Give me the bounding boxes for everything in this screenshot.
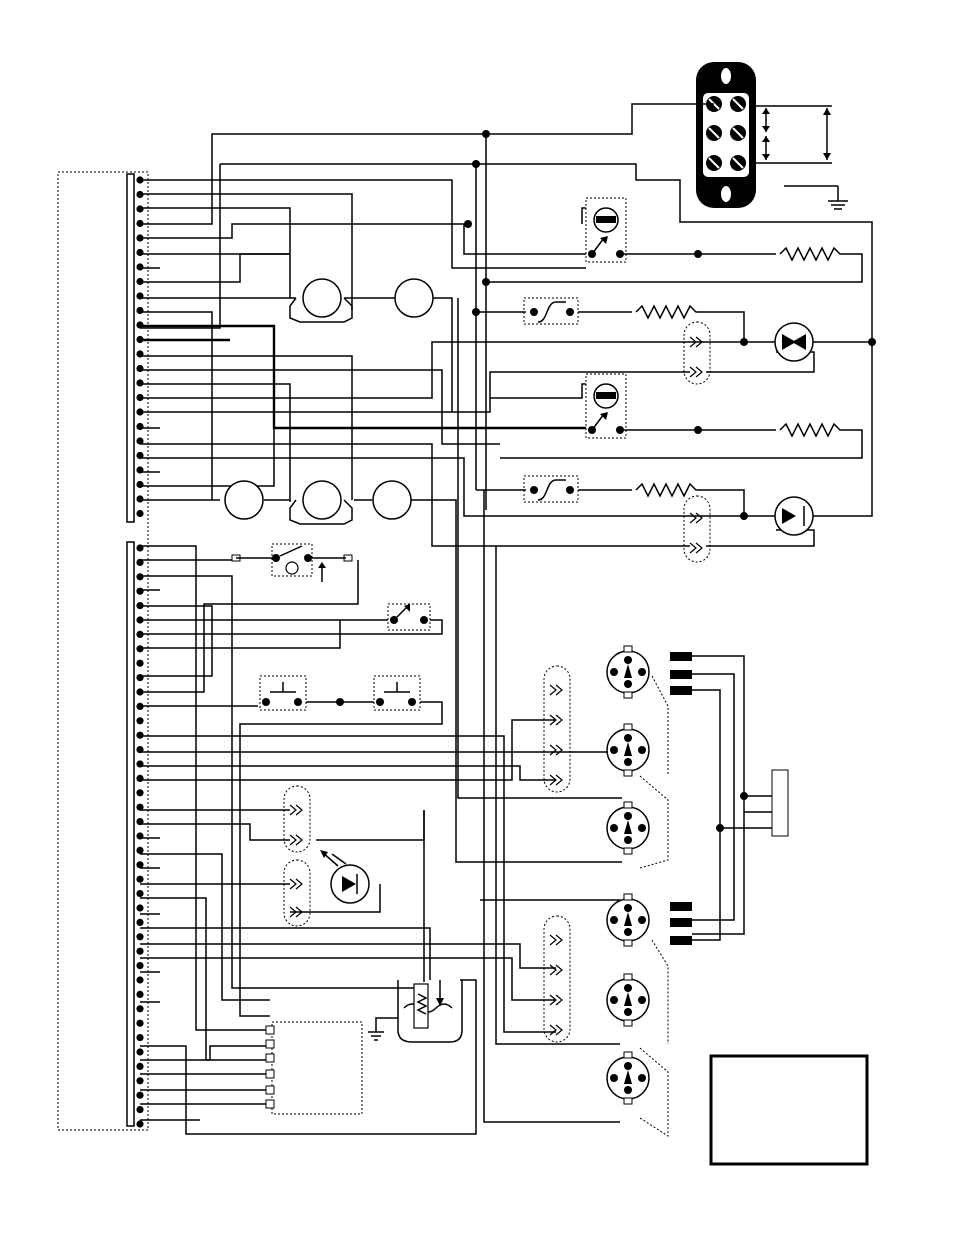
terminal-pin: [136, 1120, 143, 1127]
control-module: [266, 1022, 362, 1114]
motor-3: [225, 481, 263, 519]
terminal-pin: [136, 674, 143, 681]
terminal-pin: [136, 732, 143, 739]
chevron-icon: [690, 513, 702, 523]
fuse-1: [524, 298, 578, 324]
pressure-switch: [368, 980, 462, 1042]
terminal-pin: [136, 645, 143, 652]
terminal-block-lower: [127, 542, 134, 1126]
chevron-icon: [290, 835, 302, 845]
terminal-pin: [136, 205, 143, 212]
terminal-pin: [136, 495, 143, 502]
terminal-pin: [136, 307, 143, 314]
round-connector-icon: [607, 1052, 649, 1104]
chevron-icon: [550, 745, 562, 755]
terminal-pin: [136, 962, 143, 969]
junction-box: [772, 770, 788, 836]
terminal-pin: [136, 588, 143, 595]
motor-1: [290, 279, 352, 322]
wire-junctions: [336, 130, 876, 832]
push-button-2: [374, 676, 420, 710]
terminal-pin: [136, 1092, 143, 1099]
fuse-2: [524, 476, 578, 502]
terminal-pin: [136, 481, 143, 488]
voltage-indicator-arrows: [756, 106, 832, 163]
terminal-pin: [136, 775, 143, 782]
black-terminal-strips: [670, 652, 692, 945]
terminal-pin: [136, 919, 143, 926]
chevron-icon: [550, 965, 562, 975]
main-connector-plug: [696, 62, 756, 208]
terminal-pin: [136, 510, 143, 517]
terminal-pin: [136, 423, 143, 430]
terminal-pin: [136, 660, 143, 667]
terminal-pins-upper: [136, 176, 143, 517]
thermostat-2: [586, 374, 626, 438]
adjustable-switch: [388, 604, 430, 630]
chevron-icon: [550, 685, 562, 695]
terminal-pin: [136, 573, 143, 580]
terminal-pin: [136, 1005, 143, 1012]
legend-box: [711, 1056, 867, 1164]
terminal-pin: [136, 933, 143, 940]
motor-5: [373, 481, 411, 519]
chevron-icon: [290, 879, 302, 889]
motor-4: [290, 481, 352, 524]
round-connector-icon: [607, 894, 649, 946]
terminal-pin: [136, 847, 143, 854]
terminal-pin: [136, 1034, 143, 1041]
thermostat-1: [586, 198, 626, 262]
terminal-pin: [136, 1106, 143, 1113]
round-connectors: [607, 646, 649, 1104]
terminal-pin: [136, 876, 143, 883]
terminal-pin: [136, 1063, 143, 1070]
chevron-icon: [550, 935, 562, 945]
terminal-pins-lower: [136, 544, 143, 1127]
terminal-pin: [136, 1077, 143, 1084]
terminal-pin: [136, 379, 143, 386]
triac-2: [775, 497, 813, 535]
signal-lamp-icon: [320, 850, 369, 903]
terminal-pin: [136, 1048, 143, 1055]
terminal-pin: [136, 890, 143, 897]
chevron-icon: [290, 805, 302, 815]
chevron-icon: [690, 543, 702, 553]
terminal-pin: [136, 263, 143, 270]
terminal-pin: [136, 717, 143, 724]
wiring-lines: [140, 104, 872, 1134]
chevron-icon: [550, 1025, 562, 1035]
terminal-pin: [136, 991, 143, 998]
chevron-icon: [690, 367, 702, 377]
terminal-pin: [136, 249, 143, 256]
push-button-1: [260, 676, 306, 710]
terminal-pin: [136, 904, 143, 911]
round-connector-icon: [607, 802, 649, 854]
door-switch: [232, 544, 352, 582]
terminal-pin: [136, 789, 143, 796]
terminal-pin: [136, 948, 143, 955]
terminal-pin: [136, 1020, 143, 1027]
round-connector-icon: [607, 724, 649, 776]
ground-icon: [784, 186, 848, 209]
round-connector-icon: [607, 974, 649, 1026]
terminal-block-upper: [127, 174, 134, 522]
terminal-pin: [136, 976, 143, 983]
motor-2: [395, 279, 433, 317]
round-connector-icon: [607, 646, 649, 698]
triac-1: [775, 323, 813, 361]
terminal-pin: [136, 365, 143, 372]
